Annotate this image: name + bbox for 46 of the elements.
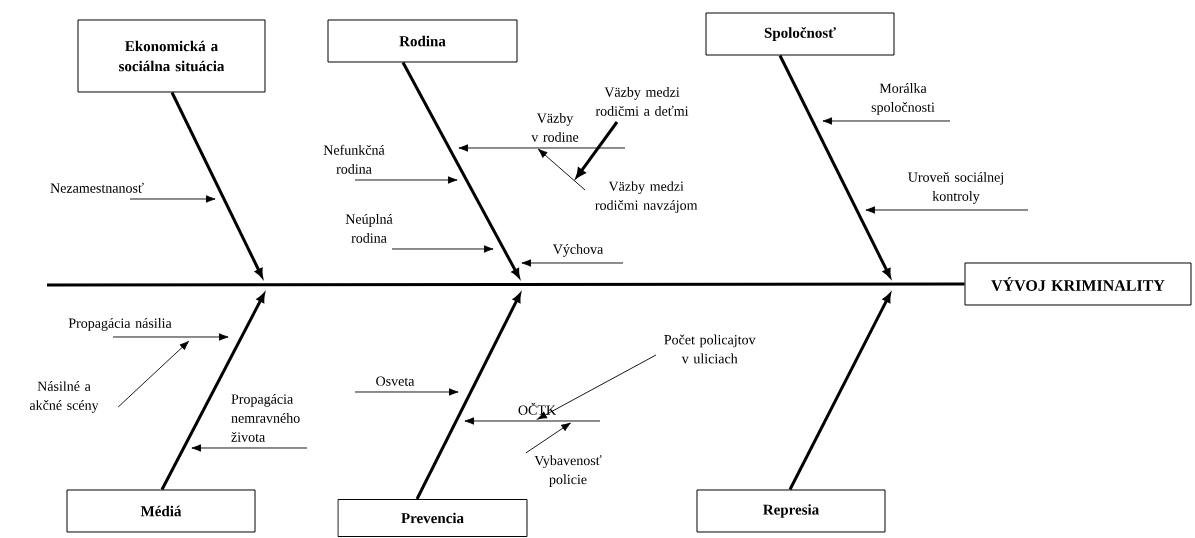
spine-line: [47, 282, 965, 287]
cause-label: Násilné a akčné scény: [29, 381, 99, 413]
bone-arrow: [415, 293, 521, 500]
arrow: [525, 422, 571, 454]
cause-label: OČTK: [518, 402, 556, 415]
arrow: [575, 121, 619, 178]
cause-label: Väzby v rodine: [531, 112, 579, 142]
bone-arrow: [778, 54, 891, 278]
bone-arrow: [401, 61, 520, 278]
category-box: Spoločnosť: [705, 12, 895, 56]
category-box: Represia: [696, 489, 886, 533]
arrow: [354, 176, 458, 184]
arrow: [521, 259, 624, 267]
category-box: Rodina: [327, 19, 518, 63]
cause-label: Osveta: [376, 376, 415, 386]
cause-label: Nefunkčná rodina: [323, 144, 385, 174]
cause-label: Morálka spoločnosti: [871, 83, 935, 115]
arrow: [354, 388, 459, 396]
category-box: Médiá: [66, 489, 256, 533]
cause-label: Nezamestnanosť: [50, 182, 144, 193]
effect-box: VÝVOJ KRIMINALITY: [964, 262, 1192, 306]
category-box: Ekonomická a sociálna situácia: [77, 19, 266, 93]
cause-label: Neúplná rodina: [345, 213, 393, 243]
arrow: [391, 245, 494, 253]
arrow: [822, 117, 951, 125]
cause-label: Vybavenosť policie: [534, 455, 602, 488]
arrow: [129, 195, 216, 203]
cause-label: Väzby medzi rodičmi a deťmi: [595, 86, 689, 116]
bone-arrow: [788, 293, 891, 491]
arrow: [117, 340, 190, 408]
cause-label: Propagácia nemravného života: [231, 393, 300, 442]
arrow: [464, 417, 601, 425]
cause-label: Výchova: [552, 244, 604, 257]
arrow: [191, 444, 308, 452]
bone-arrow: [170, 91, 264, 278]
arrow: [538, 148, 586, 191]
arrow: [112, 333, 229, 341]
arrow: [537, 354, 657, 420]
cause-label: Väzby medzi rodičmi navzájom: [595, 181, 698, 213]
cause-label: Uroveň sociálnej kontroly: [908, 172, 1003, 204]
cause-label: Propagácia násilia: [68, 318, 172, 331]
category-box: Prevencia: [337, 499, 528, 537]
cause-label: Počet policajtov v uliciach: [664, 334, 756, 364]
bone-arrow: [160, 293, 265, 491]
arrow: [865, 206, 1029, 214]
arrow: [458, 144, 626, 152]
